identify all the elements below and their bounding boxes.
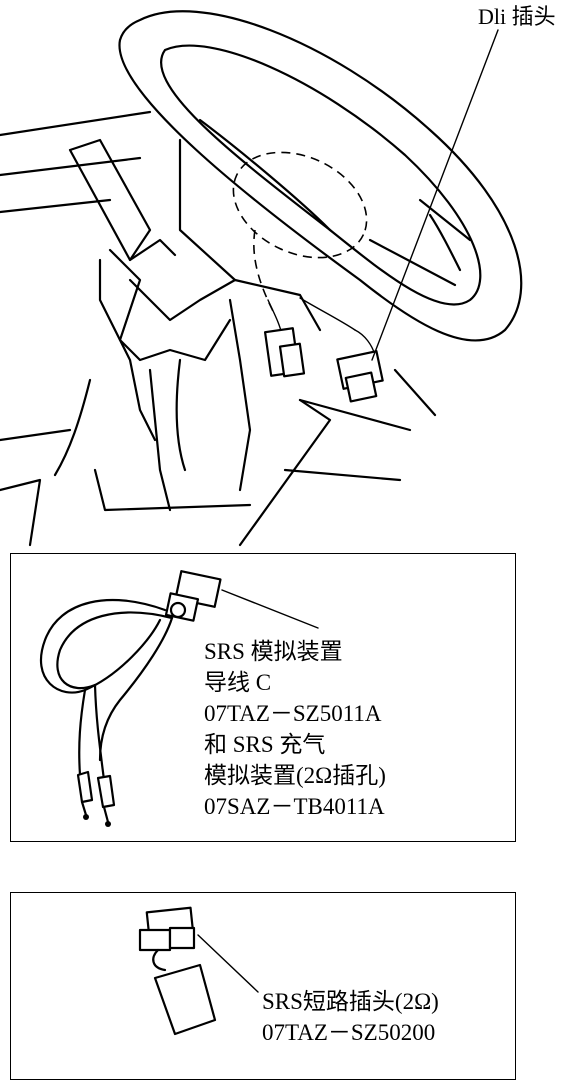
short-plug-caption-line: 07TAZ－SZ50200 — [262, 1020, 436, 1045]
turn-signal-lever — [68, 138, 152, 262]
simulator-caption-line: 07SAZ－TB4011A — [204, 794, 385, 819]
simulator-caption-line: 和 SRS 充气 — [204, 732, 326, 757]
short-plug-tag — [153, 963, 217, 1036]
short-plug-caption-line: SRS短路插头(2Ω) — [262, 989, 439, 1014]
dli-leader-line — [371, 29, 499, 361]
simulator-caption-line: 导线 C — [204, 670, 272, 695]
simulator-caption-line: 模拟装置(2Ω插孔) — [204, 763, 386, 788]
left-connector — [263, 327, 306, 378]
simulator-leader-line — [221, 589, 319, 629]
steering-column-illustration — [0, 10, 523, 547]
short-plug-leader-line — [197, 934, 259, 993]
airbag-outline — [232, 151, 368, 259]
simulator-box — [10, 553, 516, 842]
short-plug-caption: SRS短路插头(2Ω) 07TAZ－SZ50200 — [262, 986, 439, 1048]
dli-connector — [336, 350, 384, 403]
simulator-caption: SRS 模拟装置 导线 C 07TAZ－SZ5011A 和 SRS 充气 模拟装… — [204, 636, 386, 822]
steering-wheel-rim — [118, 10, 523, 342]
short-plug-box — [10, 892, 516, 1080]
dli-plug-label: Dli 插头 — [478, 4, 556, 29]
short-plug-connector — [138, 906, 196, 952]
simulator-connector — [164, 570, 222, 622]
simulator-clips — [76, 770, 116, 827]
simulator-caption-line: 07TAZ－SZ5011A — [204, 701, 382, 726]
simulator-caption-line: SRS 模拟装置 — [204, 639, 343, 664]
